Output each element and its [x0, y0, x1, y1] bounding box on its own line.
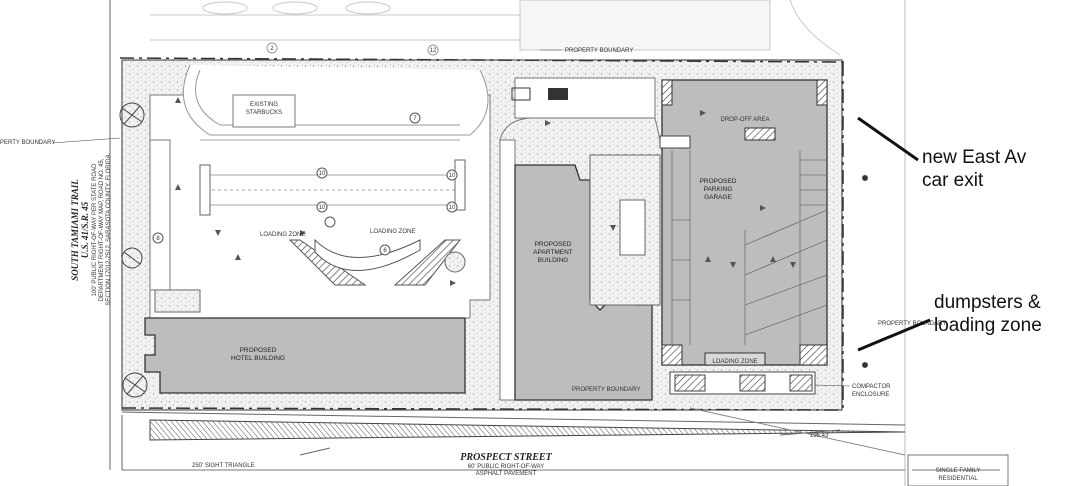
stall-count: 10: [319, 205, 326, 211]
dimension-label: 196.43': [810, 433, 830, 439]
property-boundary-label: PERTY BOUNDARY: [0, 140, 55, 146]
property-boundary-label: PROPERTY BOUNDARY: [878, 321, 946, 327]
stall-count: 8: [156, 236, 160, 242]
loading-zone-label: LOADING ZONE: [370, 229, 415, 235]
tamiami-trail-label: SOUTH TAMIAMI TRAIL U.S. 41/S.R. 45 100'…: [70, 154, 112, 305]
stall-count: 10: [319, 171, 326, 177]
stall-count: 10: [449, 173, 456, 179]
garage-label: PROPOSED: [700, 178, 737, 185]
annotation-line: new East Av: [922, 147, 1027, 168]
existing-parking-north: [150, 0, 906, 486]
prospect-street-label: PROSPECT STREET: [460, 452, 552, 463]
trees: [119, 102, 868, 398]
sight-triangle-label: 250' SIGHT TRIANGLE: [192, 463, 255, 469]
compactor-label: ENCLOSURE: [852, 392, 889, 398]
stall-count-markers: 2 12 7 10 10 10 10 8 6: [152, 42, 458, 256]
exit-annotation: new East Av car exit: [922, 146, 1026, 192]
apartment-building: [499, 77, 661, 401]
dumpster-pointer-line: [857, 318, 931, 352]
garage-label: GARAGE: [704, 194, 732, 201]
annotation-line: car exit: [922, 170, 984, 191]
stall-count: 7: [413, 116, 417, 122]
property-boundary-label: PROPERTY BOUNDARY: [572, 387, 640, 393]
surface-parking-lot: [149, 64, 491, 319]
stall-count: 12: [430, 48, 437, 54]
compactor-label: COMPACTOR: [852, 384, 891, 390]
loading-zone-label: LOADING ZONE: [712, 359, 757, 365]
prospect-street-sub: 60' PUBLIC RIGHT-OF-WAY: [468, 464, 545, 470]
apartment-label: APARTMENT: [533, 249, 573, 256]
parking-garage: [659, 79, 828, 366]
stall-count: 6: [383, 248, 387, 254]
exit-pointer-line: [857, 116, 919, 162]
loading-zone-label: LOADING ZONE: [260, 232, 305, 238]
trail-line: U.S. 41/S.R. 45: [80, 201, 90, 258]
hotel-label: PROPOSED: [240, 347, 277, 354]
starbucks-label: EXISTING: [250, 102, 278, 108]
prospect-street: [121, 407, 1009, 486]
hotel-building: [144, 317, 466, 394]
trail-line: 100' PUBLIC RIGHT-OF-WAY PER STATE ROAD: [92, 163, 98, 297]
prospect-street-sub: ASPHALT PAVEMENT: [476, 471, 537, 477]
garage-label: PARKING: [704, 186, 733, 193]
property-boundary-label: PROPERTY BOUNDARY: [565, 48, 633, 54]
compactor-enclosure: [669, 371, 816, 395]
apartment-label: BUILDING: [538, 257, 569, 264]
traffic-arrows: [175, 97, 796, 286]
stall-count: 10: [449, 205, 456, 211]
trail-line: SOUTH TAMIAMI TRAIL: [70, 179, 80, 281]
single-family-label: RESIDENTIAL: [938, 476, 978, 482]
trail-line: SECTION 17012-2512, SARASOTA COUNTY, FLO…: [106, 154, 112, 305]
trail-line: DEPARTMENT RIGHT-OF-WAY MAP, ROAD NO. 45…: [99, 158, 105, 301]
single-family-label: SINGLE FAMILY: [936, 468, 981, 474]
dumpster-annotation: dumpsters & loading zone: [934, 291, 1042, 337]
annotation-line: loading zone: [934, 315, 1042, 336]
hotel-label: HOTEL BUILDING: [231, 355, 285, 362]
starbucks-label: STARBUCKS: [246, 110, 282, 116]
stall-count: 2: [270, 46, 274, 52]
annotation-line: dumpsters &: [934, 292, 1041, 313]
apartment-label: PROPOSED: [535, 241, 572, 248]
drop-off-label: DROP-OFF AREA: [720, 117, 769, 123]
